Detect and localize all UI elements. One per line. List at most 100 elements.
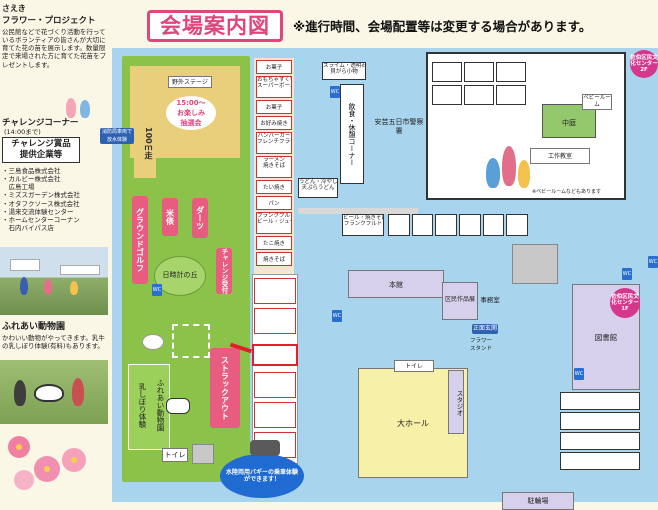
- track-100m: [134, 110, 156, 178]
- craft-room: 工作教室: [530, 148, 590, 164]
- stall-item[interactable]: お菓子: [256, 60, 292, 74]
- stall-item[interactable]: お好み焼き: [256, 116, 292, 130]
- lottery-time: 15:00～: [176, 99, 206, 107]
- challenge-reception: チャレンジ受付: [216, 248, 232, 294]
- saeki-label: さえき: [2, 4, 26, 13]
- tent-stall[interactable]: [411, 214, 434, 236]
- stall-item[interactable]: フランクフルト ビール・ジュース: [256, 212, 292, 234]
- company-item: 石内バイパス店: [2, 223, 54, 232]
- stall-item[interactable]: パン: [256, 196, 292, 210]
- main-building-label: 本館: [389, 281, 403, 289]
- map-title: 会場案内図: [147, 10, 283, 42]
- company-item: ・ホームセンターコーナン: [2, 215, 80, 224]
- main-building: [348, 270, 444, 298]
- park-toilet: トイレ: [162, 448, 188, 462]
- wc-icon: WC: [622, 268, 632, 280]
- ward-gallery-building: [442, 282, 478, 320]
- company-list: ・三島食品株式会社 ・カルビー株式会社 広島工場 ・ミズスガーデン株式会社 ・オ…: [2, 167, 108, 232]
- lottery-label-1: お楽しみ: [177, 109, 205, 117]
- stall-item[interactable]: たい焼き: [256, 180, 292, 194]
- zoo-photo: [0, 360, 108, 424]
- buggy-icon: [250, 440, 280, 456]
- wc-icon: WC: [332, 310, 342, 322]
- courtyard: 中庭: [562, 119, 576, 127]
- company-item: ・湯来交流体験センター: [2, 207, 74, 216]
- sheep-icon: [142, 334, 164, 350]
- library: 図書館: [594, 333, 618, 342]
- company-item: ・カルビー株式会社: [2, 175, 61, 184]
- stall-item[interactable]: ハンバーガー フレンチフライ: [256, 132, 292, 154]
- wc-icon: WC: [152, 284, 162, 296]
- stall-item[interactable]: ラーメン 焼きそば: [256, 156, 292, 178]
- park-building: [192, 444, 214, 464]
- room: [432, 62, 462, 82]
- stall-block[interactable]: [254, 402, 296, 428]
- police-station: 安芸五日市警察署: [374, 118, 424, 136]
- stall-block[interactable]: [560, 432, 640, 450]
- udon-stall[interactable]: うどん・冷やし 天ぷらうどん: [298, 178, 338, 198]
- cow-icon: [166, 398, 190, 414]
- center-1f-badge: 佐伯区民文化センター1F: [610, 288, 640, 318]
- room-grid: [432, 62, 532, 106]
- flower-project-title: フラワー・プロジェクト: [2, 16, 96, 26]
- darts: ダーツ: [192, 198, 208, 238]
- wc-icon: WC: [648, 256, 658, 268]
- stall-item[interactable]: おもちゃすくい スーパーボール: [256, 76, 292, 98]
- petting-zoo-label: ふれあい動物園: [156, 378, 165, 432]
- room: [432, 85, 462, 105]
- room: [464, 62, 494, 82]
- office: 事務室: [480, 296, 500, 304]
- beer-stall[interactable]: ビール・焼きそば フランクフルト: [342, 214, 384, 236]
- stall-block[interactable]: [560, 452, 640, 470]
- studio: スタジオ: [455, 390, 463, 416]
- challenge-time: (14:00まで): [4, 128, 41, 136]
- goat-pen: [172, 324, 210, 358]
- zoo-body: かわいい動物がやってきます。乳牛の乳しぼり体験(有料)もあります。: [2, 334, 105, 351]
- prize-box: チャレンジ賞品 提供企業等: [2, 137, 80, 163]
- stall-item[interactable]: 焼きそば: [256, 252, 292, 266]
- stall-item[interactable]: お菓子: [256, 100, 292, 114]
- stall-block[interactable]: [560, 412, 640, 430]
- venue-map: 野外ステージ 15:00～ お楽しみ 抽選会 消防局車両で放水体験 100ｍ走 …: [100, 48, 658, 510]
- garden-note: ※ベビールームなどもあります: [532, 189, 602, 195]
- tent-row: [388, 214, 529, 236]
- wc-icon: WC: [574, 368, 584, 380]
- parking: 駐輪場: [527, 497, 549, 505]
- room: [464, 85, 494, 105]
- company-item: ・ミズスガーデン株式会社: [2, 191, 80, 200]
- tent-stall[interactable]: [459, 214, 481, 236]
- prize-title-1: チャレンジ賞品: [11, 139, 71, 149]
- stall-item[interactable]: たこ焼き: [256, 236, 292, 250]
- room: [496, 62, 526, 82]
- company-item: 広島工場: [2, 183, 35, 192]
- tent-stall[interactable]: [506, 214, 529, 236]
- water-experience-tag: 消防局車両で放水体験: [100, 128, 134, 144]
- family-illustration: [482, 138, 532, 194]
- stall-top[interactable]: スライム・透明石 貝がら小物: [322, 62, 366, 80]
- highlighted-stall[interactable]: [252, 344, 298, 366]
- tent-stall[interactable]: [388, 214, 410, 236]
- hall-entrance: 正面玄関: [472, 324, 498, 334]
- stall-block[interactable]: [254, 372, 296, 398]
- room: [496, 85, 526, 105]
- tent-stall[interactable]: [482, 214, 505, 236]
- track-100m-label: 100ｍ走: [144, 126, 153, 160]
- schedule-notice: ※進行時間、会場配置等は変更する場合があります。: [293, 19, 592, 34]
- sundial-hill: [154, 256, 206, 296]
- field-stage: 野外ステージ: [168, 76, 212, 88]
- struck-out: ストラックアウト: [210, 348, 240, 428]
- flower-stand: フラワースタンド: [469, 338, 492, 352]
- prize-title-2: 提供企業等: [19, 149, 63, 160]
- cosmos-illustration: [0, 430, 108, 502]
- studio-building: [448, 370, 464, 434]
- big-hall: 大ホール: [397, 419, 429, 428]
- zoo-title: ふれあい動物園: [2, 322, 66, 332]
- stall-block[interactable]: [254, 308, 296, 334]
- tent-stall[interactable]: [435, 214, 458, 236]
- left-info-panel: さえき フラワー・プロジェクト 公民館などで花づくり活動を行っているボランティア…: [0, 0, 108, 502]
- stall-block[interactable]: [254, 278, 296, 304]
- stall-block[interactable]: [560, 392, 640, 410]
- company-item: ・三島食品株式会社: [2, 167, 61, 175]
- lottery-label-2: 抽選会: [180, 119, 202, 127]
- flower-project-body: 公民館などで花づくり活動を行っているボランティアの皆さんが大切に育てた花の苗を展…: [2, 28, 106, 69]
